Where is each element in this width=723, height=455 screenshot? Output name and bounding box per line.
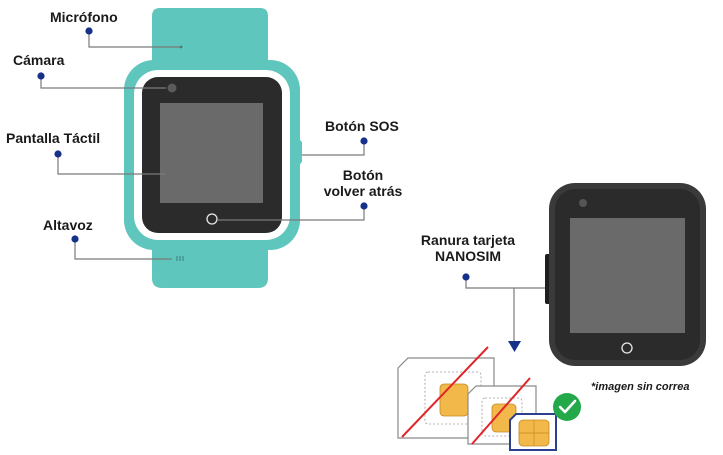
dot-camera bbox=[37, 72, 45, 80]
leader-camera bbox=[40, 76, 166, 89]
leader-back bbox=[218, 206, 365, 221]
leader-sos bbox=[302, 141, 365, 156]
speaker-grille-icon bbox=[176, 256, 184, 261]
watch-body-screen bbox=[570, 218, 685, 333]
sim-cards bbox=[397, 346, 581, 451]
dot-touchscreen bbox=[54, 150, 62, 158]
label-camera: Cámara bbox=[13, 52, 65, 68]
label-microphone: Micrófono bbox=[50, 9, 118, 25]
label-sim-slot-line1: Ranura tarjeta bbox=[420, 232, 516, 248]
watch-front bbox=[124, 8, 302, 288]
cross-out-icon bbox=[401, 346, 489, 438]
label-dots bbox=[37, 27, 470, 281]
leader-touchscreen bbox=[57, 154, 165, 175]
label-back-button-line1: Botón bbox=[342, 167, 384, 183]
label-back-button-line2: volver atrás bbox=[323, 183, 403, 199]
label-touchscreen: Pantalla Táctil bbox=[6, 130, 101, 146]
camera-lens-icon bbox=[167, 83, 177, 93]
dot-back bbox=[360, 202, 368, 210]
dot-speaker bbox=[71, 235, 79, 243]
arrow-down-icon bbox=[508, 341, 521, 352]
dot-microphone bbox=[85, 27, 93, 35]
home-button-icon bbox=[621, 342, 633, 354]
leader-simslot bbox=[465, 277, 548, 289]
checkmark-icon bbox=[553, 393, 581, 421]
note-no-strap: *imagen sin correa bbox=[591, 381, 690, 393]
nano-sim-card bbox=[509, 413, 557, 451]
touchscreen-display bbox=[160, 103, 263, 203]
leader-microphone bbox=[88, 31, 181, 48]
cross-out-icon bbox=[471, 377, 531, 445]
leader-speaker bbox=[74, 239, 172, 260]
label-speaker: Altavoz bbox=[43, 217, 93, 233]
label-sim-slot-line2: NANOSIM bbox=[434, 248, 502, 264]
leader-lines bbox=[40, 31, 548, 342]
camera-lens-icon bbox=[579, 199, 587, 207]
dot-simslot bbox=[462, 273, 470, 281]
sim-chip-icon bbox=[439, 383, 469, 417]
watch-body-no-strap bbox=[545, 183, 706, 366]
label-sim-slot: Ranura tarjeta NANOSIM bbox=[408, 232, 528, 264]
home-button-icon bbox=[206, 213, 218, 225]
dot-sos bbox=[360, 137, 368, 145]
label-back-button: Botón volver atrás bbox=[318, 167, 408, 199]
label-sos-button: Botón SOS bbox=[325, 118, 399, 134]
strap-top bbox=[152, 8, 268, 70]
